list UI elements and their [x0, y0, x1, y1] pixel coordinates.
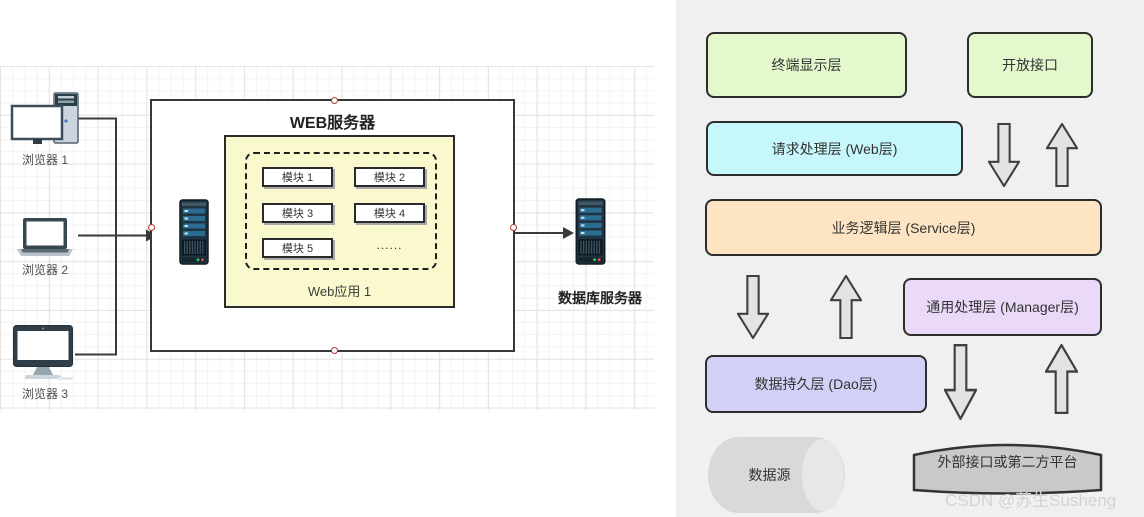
layer-terminal-display[interactable]: 终端显示层	[706, 32, 907, 98]
watermark-text: CSDN @苏生Susheng	[945, 491, 1117, 510]
left-canvas: 浏览器 1 浏览器 2 浏览器 3	[0, 66, 654, 410]
cylinder-cap	[802, 439, 844, 511]
connection-point-top[interactable]	[331, 97, 338, 104]
data-source-cylinder[interactable]: 数据源	[708, 437, 845, 513]
server-tower-icon	[179, 199, 209, 265]
up-arrow-external-to-manager	[1044, 342, 1079, 419]
monitor-icon	[13, 325, 73, 380]
layer-service[interactable]: 业务逻辑层 (Service层)	[705, 199, 1102, 256]
database-server-icon	[575, 198, 606, 265]
browser-2-label: 浏览器 2	[21, 263, 68, 277]
database-server-label: 数据库服务器	[558, 290, 642, 306]
browser-1-label: 浏览器 1	[21, 153, 68, 167]
layer-manager[interactable]: 通用处理层 (Manager层)	[903, 278, 1102, 336]
layer-dao[interactable]: 数据持久层 (Dao层)	[705, 355, 927, 413]
layer-web[interactable]: 请求处理层 (Web层)	[706, 121, 963, 176]
layer-open-api[interactable]: 开放接口	[967, 32, 1093, 98]
browser-3-node[interactable]: 浏览器 3	[12, 324, 82, 401]
layer-service-label: 业务逻辑层 (Service层)	[831, 219, 976, 236]
down-arrow-service-to-dao	[736, 274, 770, 344]
module-box-4[interactable]: 模块 4	[354, 203, 425, 223]
web-app-label: Web应用 1	[307, 284, 372, 299]
layer-web-label: 请求处理层 (Web层)	[771, 140, 898, 157]
module-box-3[interactable]: 模块 3	[262, 203, 333, 223]
up-arrow-dao-to-service	[829, 273, 863, 344]
connection-point-right[interactable]	[510, 224, 517, 231]
modules-ellipsis: ......	[376, 238, 403, 252]
layer-open-api-label: 开放接口	[1002, 57, 1058, 73]
modules-dashed-box: 模块 1 模块 2 模块 3 模块 4 模块 5 ......	[245, 152, 437, 270]
web-server-title: WEB服务器	[289, 115, 376, 132]
down-arrow-openapi-to-service	[987, 122, 1021, 192]
data-source-label: 数据源	[748, 467, 791, 483]
layer-dao-label: 数据持久层 (Dao层)	[754, 376, 878, 392]
web-server-box[interactable]: WEB服务器	[148, 97, 517, 354]
layer-manager-label: 通用处理层 (Manager层)	[926, 299, 1079, 315]
web-app-box[interactable]: 模块 1 模块 2 模块 3 模块 4 模块 5 ...... Web应用 1	[224, 135, 455, 308]
browser-1-node[interactable]: 浏览器 1	[10, 90, 80, 167]
external-platform-label: 外部接口或第二方平台	[937, 454, 1078, 470]
connection-point-bottom[interactable]	[331, 347, 338, 354]
up-arrow-service-to-openapi	[1045, 121, 1079, 192]
desktop-pc-icon	[10, 92, 79, 144]
web-server-icon[interactable]	[179, 199, 209, 270]
database-server-node[interactable]	[574, 198, 607, 270]
layered-architecture-panel: 终端显示层 开放接口 请求处理层 (Web层) 业务逻辑层 (Service层)…	[676, 0, 1144, 517]
module-box-2[interactable]: 模块 2	[354, 167, 425, 187]
browser-3-label: 浏览器 3	[21, 387, 68, 401]
module-box-1[interactable]: 模块 1	[262, 167, 333, 187]
external-platform-shape[interactable]	[912, 440, 1103, 498]
external-platform-outline	[912, 443, 1103, 495]
connection-point-left[interactable]	[148, 224, 155, 231]
browser-2-node[interactable]: 浏览器 2	[14, 216, 84, 277]
module-box-5[interactable]: 模块 5	[262, 238, 333, 258]
down-arrow-manager-to-external	[943, 343, 978, 425]
layer-terminal-display-label: 终端显示层	[771, 57, 842, 73]
laptop-icon	[17, 218, 73, 256]
